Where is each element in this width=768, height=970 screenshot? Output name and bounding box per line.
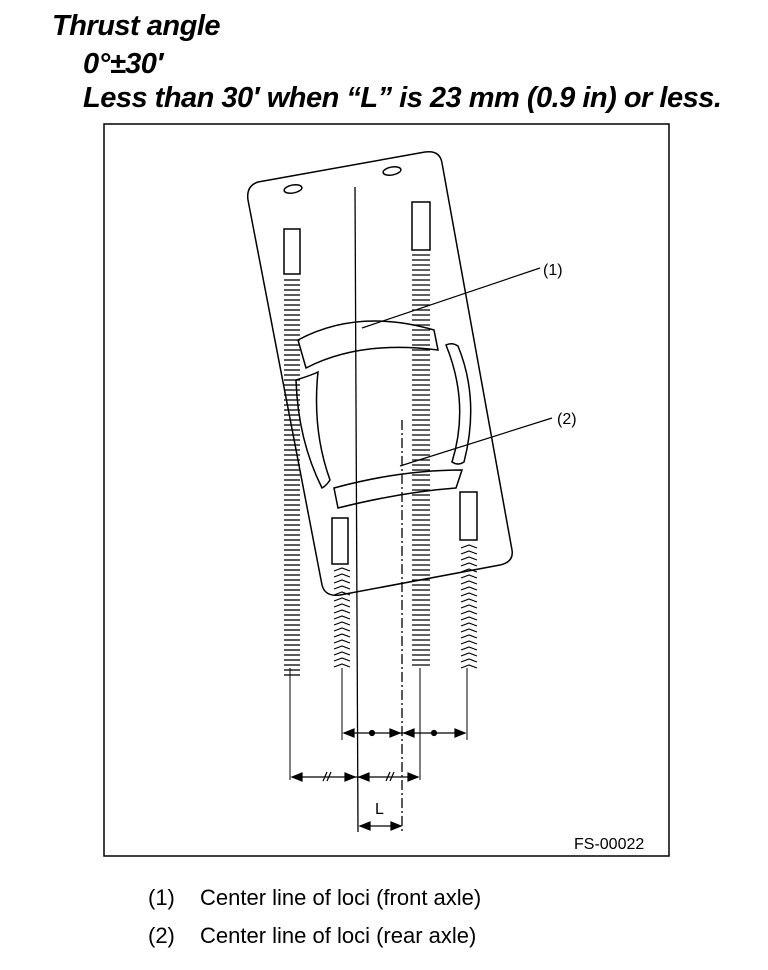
figure-code: FS-00022: [574, 836, 644, 853]
tread-mark: [333, 597, 351, 602]
tread-mark: [333, 633, 351, 638]
tread-mark: [333, 621, 351, 626]
dimension-L-label: L: [375, 801, 384, 818]
callout-2-leader: [399, 417, 553, 467]
legend-text: Center line of loci (front axle): [200, 885, 482, 910]
tread-mark: [460, 586, 478, 591]
spec-value: 0°±30′: [83, 48, 163, 80]
tread-mark: [333, 651, 351, 656]
page-title: Thrust angle: [52, 10, 221, 42]
rear-tire-loci: [333, 544, 478, 669]
arc-bottom: [333, 469, 464, 509]
vehicle-centerline: [354, 186, 359, 833]
tread-mark: [460, 556, 478, 561]
tread-mark: [460, 610, 478, 615]
tread-mark: [333, 615, 351, 620]
tread-mark: [460, 568, 478, 573]
tread-mark: [460, 658, 478, 663]
tread-mark: [460, 622, 478, 627]
tread-mark: [333, 627, 351, 632]
tread-mark: [460, 544, 478, 549]
tread-mark: [460, 646, 478, 651]
tread-mark: [460, 664, 478, 669]
tread-mark: [460, 574, 478, 579]
tread-mark: [460, 616, 478, 621]
slot-lower-right: [459, 491, 478, 541]
tread-mark: [460, 652, 478, 657]
tread-mark: [460, 598, 478, 603]
dimension-lines: [290, 728, 467, 831]
tread-mark: [460, 604, 478, 609]
tread-mark: [333, 657, 351, 662]
tread-mark: [460, 592, 478, 597]
tread-mark: [460, 628, 478, 633]
tread-mark: [333, 585, 351, 590]
tread-mark: [333, 603, 351, 608]
callout-1-leader: [361, 267, 541, 329]
legend-text: Center line of loci (rear axle): [200, 923, 477, 948]
tread-mark: [333, 639, 351, 644]
arc-right: [445, 342, 472, 465]
tread-mark: [333, 645, 351, 650]
slot-lower-left: [331, 517, 349, 565]
arc-top: [297, 320, 439, 370]
slot-upper-right: [411, 201, 431, 251]
tread-mark: [333, 663, 351, 668]
spec-note: Less than 30′ when “L” is 23 mm (0.9 in)…: [83, 82, 722, 114]
tread-mark: [333, 591, 351, 596]
callout-2-label: (2): [557, 411, 577, 428]
tread-mark: [460, 550, 478, 555]
front-tire-loci: [284, 254, 430, 676]
tread-mark: [333, 609, 351, 614]
legend-number: (2): [148, 923, 175, 948]
gauge-plate: [246, 150, 513, 597]
slot-upper-left: [283, 228, 301, 275]
tread-mark: [333, 573, 351, 578]
tread-mark: [333, 579, 351, 584]
tread-mark: [333, 567, 351, 572]
arc-left: [295, 370, 331, 490]
legend-number: (1): [148, 885, 175, 910]
callout-1-label: (1): [543, 262, 563, 279]
figure-frame: [103, 123, 670, 857]
tread-mark: [460, 562, 478, 567]
tread-mark: [460, 634, 478, 639]
tread-mark: [460, 580, 478, 585]
tread-mark: [460, 640, 478, 645]
